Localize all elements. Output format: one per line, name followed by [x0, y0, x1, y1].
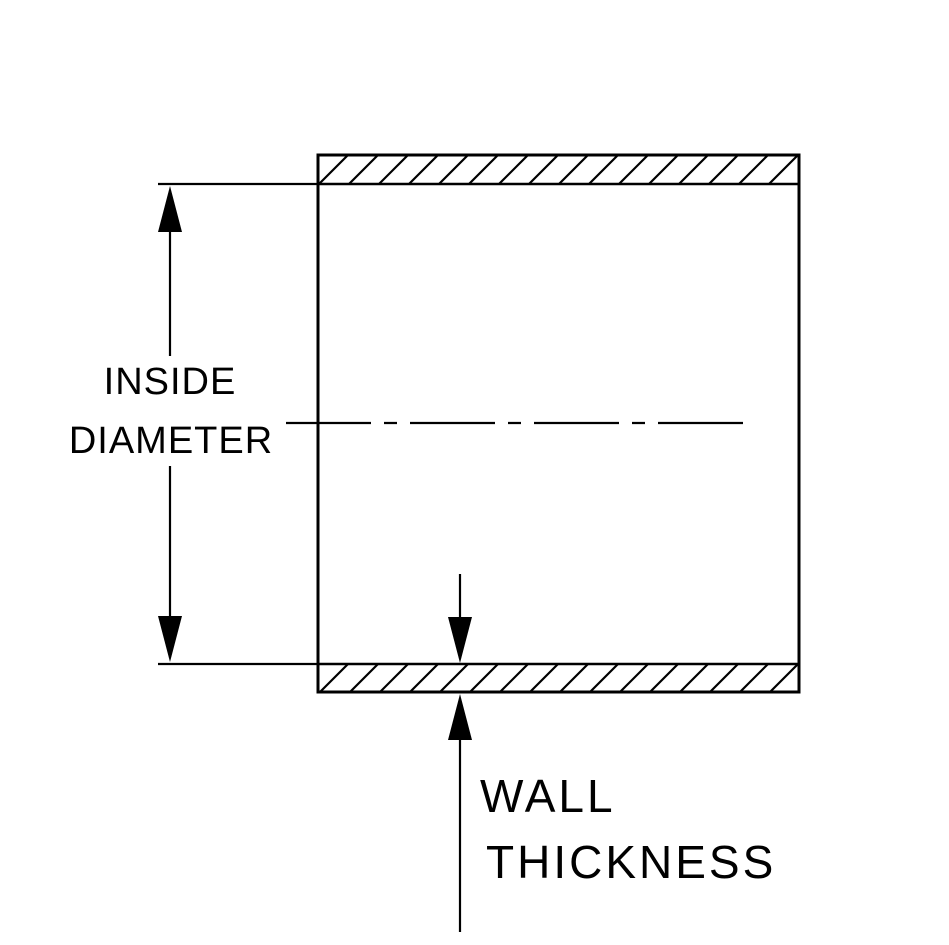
dim-arrow-down-icon: [158, 616, 182, 662]
hatch-line: [379, 663, 409, 693]
arrowheads: [158, 186, 472, 740]
hatch-line: [498, 154, 529, 185]
hatch-line: [768, 154, 799, 185]
inside-diameter-label-line2: DIAMETER: [69, 420, 273, 462]
top-wall-hatch: [318, 154, 799, 185]
hatch-line: [738, 154, 769, 185]
hatch-line: [739, 663, 769, 693]
linework: [158, 153, 801, 932]
labels: INSIDE DIAMETER WALL THICKNESS: [69, 361, 776, 888]
inside-diameter-label-line1: INSIDE: [104, 361, 237, 403]
hatch-line: [619, 663, 649, 693]
hatch-line: [349, 663, 379, 693]
hatch-line: [559, 663, 589, 693]
bottom-wall-hatch: [319, 663, 799, 693]
hatch-line: [679, 663, 709, 693]
wall-thickness-label-line2: THICKNESS: [486, 836, 776, 888]
wall-arrow-down-icon: [448, 617, 472, 663]
hatch-line: [769, 663, 799, 693]
wall-thickness-label-line1: WALL: [480, 770, 616, 822]
hatch-line: [558, 154, 589, 185]
hatch-line: [708, 154, 739, 185]
hatch-line: [318, 154, 349, 185]
hatch-line: [648, 154, 679, 185]
hatch-line: [709, 663, 739, 693]
hatch-line: [409, 663, 439, 693]
hatch-line: [589, 663, 619, 693]
hatch-line: [469, 663, 499, 693]
wall-arrow-up-icon: [448, 694, 472, 740]
dim-arrow-up-icon: [158, 186, 182, 232]
hatch-line: [588, 154, 619, 185]
hatch-line: [438, 154, 469, 185]
hatch-line: [499, 663, 529, 693]
hatch-line: [319, 663, 349, 693]
hatch-line: [378, 154, 409, 185]
hatch-line: [678, 154, 709, 185]
hatch-line: [618, 154, 649, 185]
hatch-line: [408, 154, 439, 185]
hatch-line: [348, 154, 379, 185]
hatch-line: [649, 663, 679, 693]
hatch-line: [529, 663, 559, 693]
hatch-line: [528, 154, 559, 185]
hatch-line: [468, 154, 499, 185]
hatch-line: [439, 663, 469, 693]
